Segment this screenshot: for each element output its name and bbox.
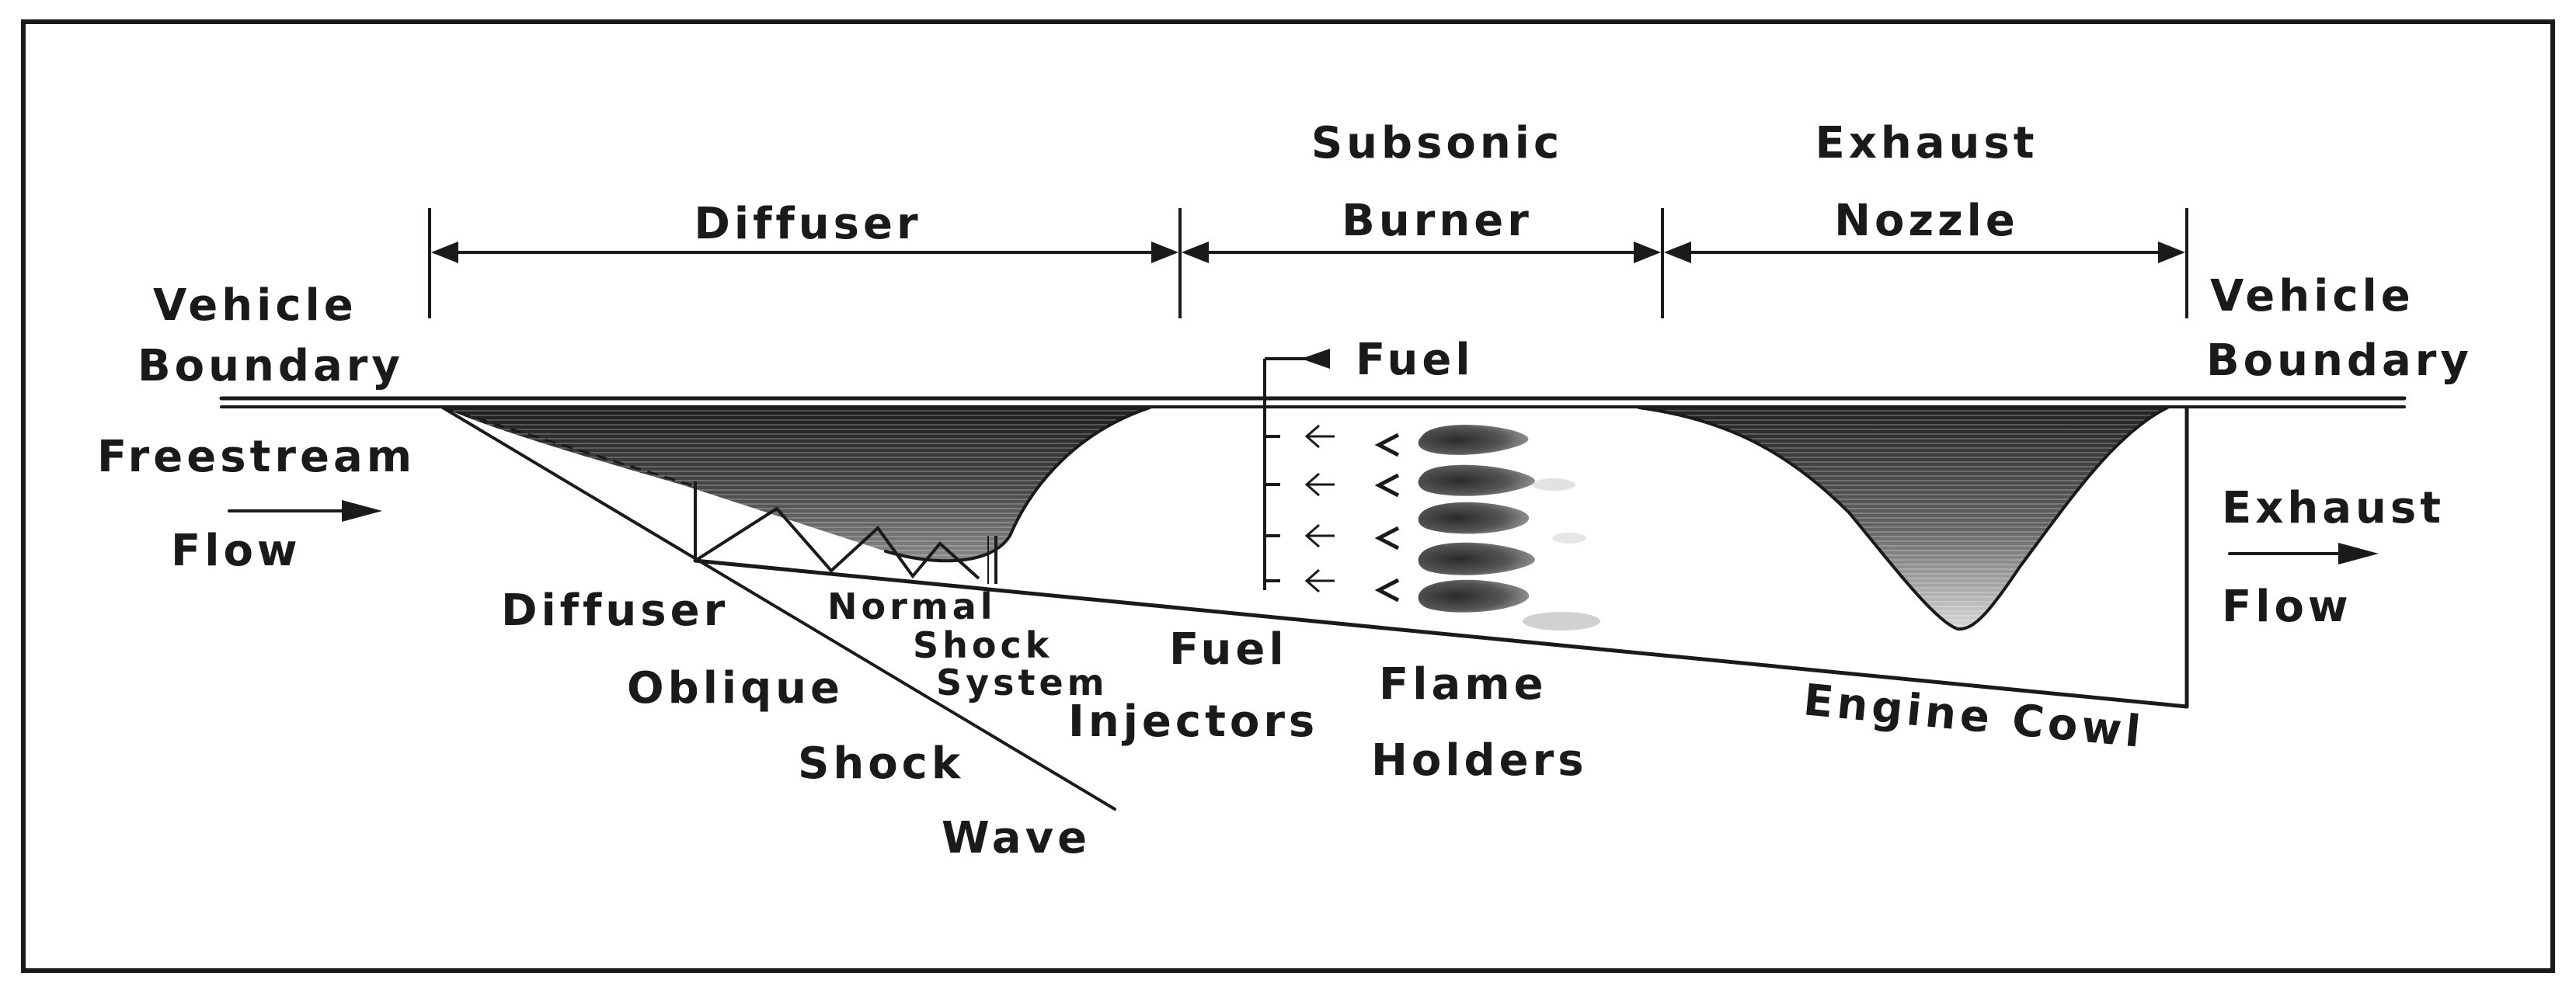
vehicle-boundary-right-label-line2: Boundary [2206,335,2473,386]
oblique-shock-label-line2: Shock [798,738,964,789]
fuel-feed-line [1263,357,1321,590]
figure-frame [21,19,2555,973]
vehicle-boundary-line [219,396,2407,408]
oblique-shock-label-line3: Wave [942,813,1091,863]
section-dimension-lines [428,208,2188,318]
dimension-arrowheads [431,241,2185,263]
flame-holder-chevrons [1374,432,1400,603]
nozzle-section-label-line2: Nozzle [1834,196,2019,246]
oblique-shock-label-line1: Oblique [627,663,844,714]
fuel-arrow-icon [1301,349,1330,369]
flame-plumes [1418,424,1600,631]
burner-section-label-line1: Subsonic [1311,118,1563,168]
flame-holders-label-line1: Flame [1379,659,1547,710]
vehicle-boundary-left-label-line1: Vehicle [153,280,357,331]
freestream-label-line2: Flow [171,526,301,576]
diffuser-ramp [442,406,1151,563]
exhaust-flow-label-line2: Flow [2222,582,2352,632]
normal-shock-label-line2: Shock [913,624,1053,666]
nozzle-section-label-line1: Exhaust [1815,118,2038,168]
fuel-label: Fuel [1356,335,1474,385]
freestream-label-line1: Freestream [97,432,416,482]
normal-shock-label-line1: Normal [827,585,997,627]
exhaust-arrow [2228,543,2379,565]
fuel-injectors-label-line1: Fuel [1169,624,1288,675]
flame-holders-label-line2: Holders [1371,735,1588,786]
burner-section-label-line2: Burner [1342,196,1533,246]
exhaust-nozzle-wall [1638,406,2169,631]
vehicle-boundary-right-label-line1: Vehicle [2210,271,2414,321]
freestream-arrow [228,500,382,522]
oblique-shock-line [441,406,1116,811]
fuel-injectors-label-line2: Injectors [1068,697,1318,747]
diffuser-wall-label: Diffuser [501,585,729,636]
vehicle-boundary-left-label-line2: Boundary [138,341,404,391]
exhaust-flow-label-line1: Exhaust [2222,483,2445,533]
normal-shock-label-line3: System [936,662,1109,703]
engine-cowl-line [693,405,2189,709]
diffuser-section-label: Diffuser [694,199,921,249]
normal-shock-system [694,481,997,584]
fuel-injector-arrows [1304,424,1335,593]
